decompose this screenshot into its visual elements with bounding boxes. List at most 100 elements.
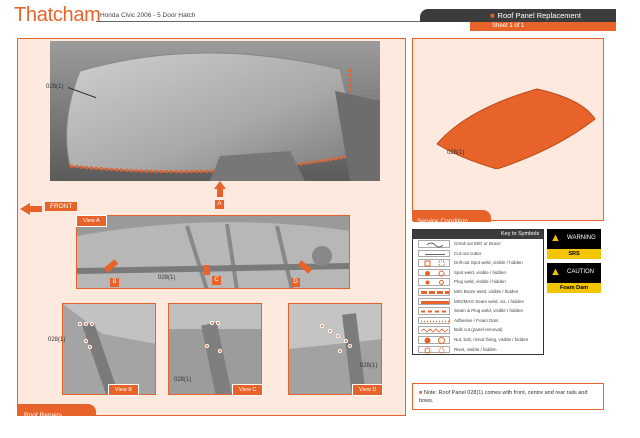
key-text: MIG Braze weld, visible / hidden (454, 289, 519, 294)
key-symbol-icon (418, 278, 450, 286)
key-text: Bulk cut (panel removal) (454, 327, 503, 333)
sheet-number: Sheet 1 of 1 (470, 22, 616, 31)
key-symbol-icon (418, 268, 450, 277)
view-c-image (169, 304, 261, 394)
title-tab: ■Roof Panel Replacement (420, 9, 616, 22)
key-row: Seam & Plug weld, visible / hidden (414, 306, 552, 316)
caution-sub: Foam Dam (547, 283, 601, 293)
main-panel: 028(1) FRONT A View A 028(1) B C D 028(1… (17, 38, 406, 419)
note-box: ■ Note: Roof Panel 028(1) comes with fro… (412, 383, 604, 410)
warning-srs: ▲ WARNING SRS (547, 229, 601, 259)
view-b-part-label: 028(1) (48, 337, 66, 343)
key-row: Bulk cut (panel removal) (414, 325, 552, 335)
roof-panel-image (50, 41, 380, 181)
view-b-frame (62, 303, 156, 395)
spot-weld (210, 321, 214, 325)
key-symbol-icon (418, 336, 450, 344)
key-symbol-icon (418, 316, 450, 325)
key-text: Seam & Plug weld, visible / hidden (454, 308, 524, 314)
spot-weld (328, 329, 332, 333)
key-title: Key to Symbols (501, 231, 540, 237)
arrow-label-d: D (291, 278, 300, 287)
warning-header: ▲ WARNING (547, 229, 601, 249)
key-row: Drill-out Spot weld, visible / hidden (414, 258, 552, 268)
key-row: Rivet, visible / hidden (414, 345, 552, 355)
caution-header: ▲ CAUTION (547, 263, 601, 283)
key-title-bar: Key to Symbols (413, 230, 543, 239)
view-a-arrow-icon (214, 181, 226, 189)
key-text: MIG/MAG Seam weld, vis. / hidden (454, 298, 525, 304)
spot-weld (348, 344, 352, 348)
note-text: Note: Roof Panel 028(1) comes with front… (419, 390, 588, 404)
service-caption: Service Condition (417, 218, 468, 225)
view-c-part-label: 028(1) (174, 377, 192, 383)
spot-weld (216, 321, 220, 325)
warning-sub: SRS (547, 249, 601, 259)
view-a-part-label: 028(1) (158, 275, 176, 281)
key-text: Drill-out Spot weld, visible / hidden (454, 260, 523, 266)
part-label: 028(1) (46, 84, 64, 90)
header-divider (96, 21, 616, 22)
arrow-c-icon (204, 265, 210, 275)
spot-weld (218, 349, 222, 353)
view-a-label: View A (76, 215, 107, 227)
section-footer-label: Roof Repairs (24, 412, 62, 419)
view-c-label: View C (232, 384, 264, 396)
key-symbol-icon (418, 288, 450, 296)
warning-triangle-icon: ▲ (550, 232, 561, 244)
key-symbol-icon (418, 326, 450, 334)
view-d-label: View D (352, 384, 384, 396)
spot-weld (336, 334, 340, 338)
view-a-arrow-shaft (217, 189, 223, 197)
key-row: Nut, bolt, rivnut fixing, visible / hidd… (414, 335, 552, 345)
spot-weld (84, 322, 88, 326)
key-symbol-icon (418, 307, 450, 315)
service-part-label: 028(1) (447, 150, 465, 156)
spot-weld (90, 322, 94, 326)
key-text: Adhesive / Foam Dam (454, 317, 499, 323)
caution-foam: ▲ CAUTION Foam Dam (547, 263, 601, 293)
key-text: Plug weld, visible / hidden (454, 279, 506, 285)
service-footer-tab: Service Condition (413, 210, 491, 225)
brand-logo: Thatcham (14, 4, 101, 26)
view-b-label: View B (108, 384, 140, 396)
service-condition-panel: 028(1) Service Condition (412, 38, 604, 225)
key-symbol-icon (418, 259, 450, 267)
key-text: Cut-out cutter (454, 250, 482, 256)
key-row: Adhesive / Foam Dam (414, 316, 552, 326)
new-roof-panel-image (436, 88, 596, 169)
caution-title: CAUTION (567, 269, 594, 275)
spot-weld (338, 349, 342, 353)
key-row: MIG/MAG Seam weld, vis. / hidden (414, 297, 552, 307)
key-row: MIG Braze weld, visible / hidden (414, 287, 552, 297)
key-symbol-icon (418, 297, 450, 306)
spot-weld (88, 345, 92, 349)
front-arrow-icon (20, 203, 30, 215)
key-text: Grind-out MIG or Braze (454, 241, 501, 246)
view-b-image (63, 304, 155, 394)
spot-weld (344, 339, 348, 343)
spot-weld (205, 344, 209, 348)
key-symbol-icon (418, 345, 450, 354)
key-row: Grind-out MIG or Braze (414, 239, 552, 249)
key-row: Cut-out cutter (414, 249, 552, 259)
view-d-image (289, 304, 381, 394)
key-text: Nut, bolt, rivnut fixing, visible / hidd… (454, 337, 529, 342)
note-bullet-icon: ■ (419, 390, 424, 396)
view-d-part-label: 028(1) (360, 363, 378, 369)
front-arrow-shaft (30, 206, 42, 212)
roof-photo (50, 41, 380, 181)
key-symbol-icon (418, 240, 450, 248)
key-symbol-icon (418, 249, 450, 258)
warning-title: WARNING (567, 235, 596, 241)
vehicle-model: Honda Civic 2006 - 5 Door Hatch (100, 12, 196, 19)
spot-weld (78, 322, 82, 326)
key-row: Plug weld, visible / hidden (414, 277, 552, 287)
arrow-label-c: C (212, 276, 221, 285)
arrow-label-a: A (215, 200, 224, 209)
front-label: FRONT (45, 202, 78, 211)
view-d-frame (288, 303, 382, 395)
view-a-image (77, 216, 349, 288)
key-row: Spot weld, visible / hidden (414, 268, 552, 278)
